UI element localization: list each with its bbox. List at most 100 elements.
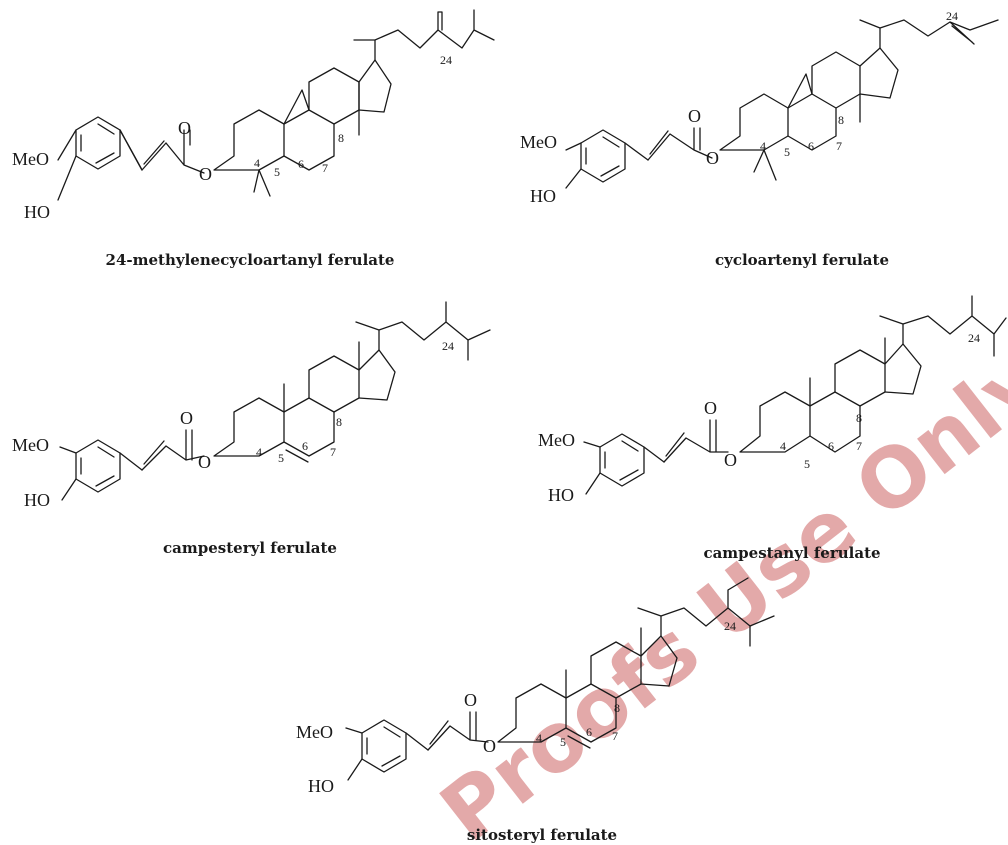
phenyl-substituent-bonds: [565, 142, 649, 189]
locant-7: 7: [836, 139, 842, 153]
carbonyl-oxygen-label: O: [180, 408, 193, 428]
ester-oxygen-label: O: [198, 452, 211, 472]
locant-6: 6: [808, 139, 814, 153]
ring-b: [809, 391, 861, 453]
phenyl-ring: [580, 129, 626, 183]
structure-cycloartenyl-ferulate: MeO HO O O 4 5 6 7 8 24 cycloartenyl fer…: [520, 9, 999, 269]
ring-d: [358, 59, 392, 136]
locant-4: 4: [256, 445, 262, 459]
methoxy-label: MeO: [12, 435, 49, 455]
locant-6: 6: [828, 439, 834, 453]
hydroxy-label: HO: [308, 776, 334, 796]
phenyl-ring: [361, 719, 407, 773]
locant-5: 5: [278, 451, 284, 465]
ester-oxygen-label: O: [483, 736, 496, 756]
ring-d: [640, 627, 678, 687]
locant-7: 7: [856, 439, 862, 453]
acrylate-chain: [427, 711, 489, 751]
locant-24: 24: [968, 331, 980, 345]
ring-c: [811, 51, 861, 109]
locant-4: 4: [536, 731, 542, 745]
ring-b: [283, 397, 335, 463]
phenyl-ring: [599, 433, 645, 487]
cyclopropane: [283, 89, 310, 125]
locant-7: 7: [612, 729, 618, 743]
ring-c: [283, 355, 360, 413]
locant-24: 24: [724, 619, 736, 633]
locant-4: 4: [254, 156, 260, 170]
acrylate-chain: [119, 129, 205, 174]
compound-name: sitosteryl ferulate: [467, 826, 617, 844]
compound-name: cycloartenyl ferulate: [715, 251, 889, 269]
ring-b: [253, 109, 335, 197]
ring-a: [497, 683, 567, 743]
phenyl-ring: [75, 116, 121, 170]
phenyl-ring: [75, 439, 121, 493]
locant-24: 24: [440, 53, 452, 67]
ring-b: [565, 683, 617, 749]
locant-6: 6: [586, 725, 592, 739]
side-chain: [353, 9, 495, 61]
phenyl-substituent-bonds: [583, 441, 665, 495]
structure-sitosteryl-ferulate: MeO HO O O 4 5 6 7 8 24 sitosteryl ferul…: [296, 577, 775, 844]
methoxy-label: MeO: [520, 132, 557, 152]
locant-8: 8: [338, 131, 344, 145]
ester-oxygen-label: O: [199, 164, 212, 184]
carbonyl-oxygen-label: O: [178, 118, 191, 138]
locant-8: 8: [856, 411, 862, 425]
ring-b: [753, 93, 837, 181]
side-chain: [355, 301, 491, 361]
watermark: Proofs Use Only”: [424, 300, 1008, 845]
locant-5: 5: [560, 735, 566, 749]
locant-8: 8: [614, 701, 620, 715]
locant-5: 5: [784, 145, 790, 159]
ester-oxygen-label: O: [724, 450, 737, 470]
hydroxy-label: HO: [530, 186, 556, 206]
carbonyl-oxygen-label: O: [704, 398, 717, 418]
locant-7: 7: [322, 161, 328, 175]
side-chain: [637, 577, 775, 647]
hydroxy-label: HO: [24, 202, 50, 222]
locant-6: 6: [298, 157, 304, 171]
compound-name: campesteryl ferulate: [163, 539, 337, 557]
structure-campesteryl-ferulate: MeO HO O O 4 5 6 7 8 24 campesteryl feru…: [12, 301, 491, 557]
ester-oxygen-label: O: [706, 148, 719, 168]
ring-c: [565, 641, 642, 699]
ring-d: [859, 47, 899, 123]
structure-campestanyl-ferulate: MeO HO O O 4 5 6 7 8 24 campestanyl feru…: [538, 295, 1007, 562]
locant-7: 7: [330, 445, 336, 459]
acrylate-chain: [647, 127, 713, 161]
side-chain: [879, 295, 1007, 357]
hydroxy-label: HO: [24, 490, 50, 510]
carbonyl-oxygen-label: O: [688, 106, 701, 126]
ring-d: [358, 341, 396, 401]
hydroxy-label: HO: [548, 485, 574, 505]
locant-4: 4: [780, 439, 786, 453]
ring-a: [213, 397, 285, 457]
cyclopropane: [787, 73, 813, 109]
ring-a: [739, 391, 811, 453]
side-chain: [859, 19, 999, 49]
acrylate-chain: [663, 419, 729, 463]
locant-8: 8: [838, 113, 844, 127]
phenyl-substituent-bonds: [345, 727, 429, 781]
locant-4: 4: [760, 139, 766, 153]
locant-24: 24: [946, 9, 958, 23]
structure-24-methylenecycloartanyl-ferulate: MeO HO O O 4 5 6 7 8 24 24-methylenecycl…: [12, 9, 495, 269]
locant-24: 24: [442, 339, 454, 353]
locant-8: 8: [336, 415, 342, 429]
compound-name: campestanyl ferulate: [703, 544, 880, 562]
ring-c: [809, 349, 886, 407]
ring-a: [213, 109, 285, 171]
ring-d: [884, 337, 922, 395]
carbonyl-oxygen-label: O: [464, 690, 477, 710]
methoxy-label: MeO: [538, 430, 575, 450]
compound-name: 24-methylenecycloartanyl ferulate: [106, 251, 395, 269]
ring-c: [308, 67, 360, 125]
ring-a: [719, 93, 789, 151]
phenyl-substituent-bonds: [57, 129, 143, 201]
locant-5: 5: [274, 165, 280, 179]
methoxy-label: MeO: [296, 722, 333, 742]
